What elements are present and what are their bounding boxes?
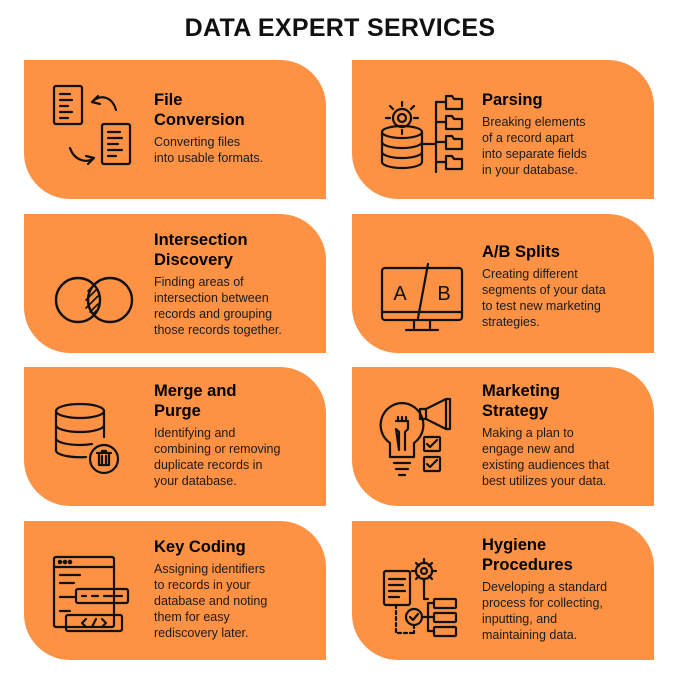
- card-ab-splits: A B A/B Splits Creating different segmen…: [352, 214, 654, 353]
- card-title: File Conversion: [154, 91, 245, 129]
- card-description: Breaking elements of a record apart into…: [482, 115, 587, 177]
- card-intersection-discovery: Intersection Discovery Finding areas of …: [24, 214, 326, 353]
- card-description: Developing a standard process for collec…: [482, 580, 608, 642]
- hygiene-procedures-icon: [376, 541, 468, 641]
- card-key-coding: Key Coding Assigning identifiers to reco…: [24, 521, 326, 660]
- card-title: Intersection Discovery: [154, 231, 248, 269]
- card-title: Marketing Strategy: [482, 382, 560, 420]
- key-coding-icon: [48, 541, 140, 641]
- card-description: Making a plan to engage new and existing…: [482, 426, 610, 488]
- card-merge-purge: Merge and Purge Identifying and combinin…: [24, 367, 326, 506]
- card-marketing-strategy: Marketing Strategy Making a plan to enga…: [352, 367, 654, 506]
- card-title: Merge and Purge: [154, 382, 237, 420]
- card-description: Identifying and combining or removing du…: [154, 426, 281, 488]
- intersection-icon: [48, 234, 140, 334]
- ab-letter-b: B: [437, 283, 450, 305]
- card-description: Creating different segments of your data…: [482, 267, 606, 329]
- card-title: Hygiene Procedures: [482, 536, 573, 574]
- card-title: Parsing: [482, 91, 543, 109]
- parsing-icon: [376, 80, 468, 180]
- ab-splits-icon: A B: [376, 234, 468, 334]
- page-title: DATA EXPERT SERVICES: [184, 14, 496, 42]
- card-description: Finding areas of intersection between re…: [154, 275, 282, 337]
- card-title: Key Coding: [154, 538, 246, 556]
- merge-purge-icon: [48, 387, 140, 487]
- file-conversion-icon: [48, 80, 140, 180]
- card-title: A/B Splits: [482, 243, 560, 261]
- card-description: Assigning identifiers to records in your…: [154, 562, 268, 640]
- card-hygiene-procedures: Hygiene Procedures Developing a standard…: [352, 521, 654, 660]
- card-parsing: Parsing Breaking elements of a record ap…: [352, 60, 654, 199]
- card-file-conversion: File Conversion Converting files into us…: [24, 60, 326, 199]
- ab-letter-a: A: [393, 283, 407, 305]
- marketing-strategy-icon: [376, 387, 468, 487]
- card-description: Converting files into usable formats.: [154, 135, 264, 165]
